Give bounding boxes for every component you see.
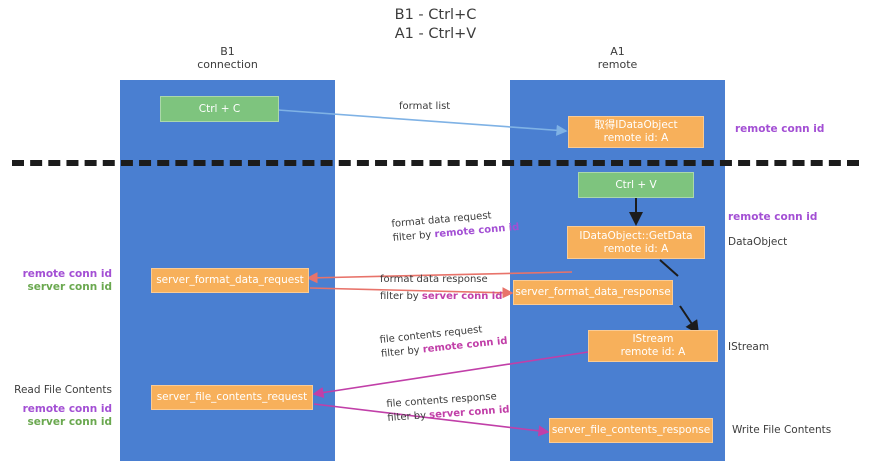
- side-label-remote-conn-id-top: remote conn id: [735, 123, 825, 135]
- side-label-remote-conn-id-middle: remote conn id: [728, 211, 818, 223]
- side-label-server-conn-id-2: server conn id: [27, 416, 112, 428]
- node-istream[interactable]: IStream remote id: A: [588, 330, 718, 362]
- edge-label-file-contents-request: file contents request filter by remote c…: [379, 321, 508, 362]
- node-server-file-contents-response-label: server_file_contents_response: [551, 424, 711, 436]
- swimlane-header-b1: B1 connection: [197, 45, 258, 71]
- node-istream-remote-id: remote id: A: [620, 346, 686, 358]
- edge-label-file-contents-response: file contents response filter by server …: [386, 389, 510, 425]
- edge-label-format-list: format list: [399, 101, 451, 112]
- node-server-format-data-response-label: server_format_data_response: [515, 286, 671, 298]
- node-server-format-data-request[interactable]: server_format_data_request: [151, 268, 309, 293]
- node-ctrl-v-label: Ctrl + V: [615, 178, 657, 191]
- node-ctrl-c[interactable]: Ctrl + C: [160, 96, 279, 122]
- side-label-istream: IStream: [728, 341, 770, 353]
- side-label-read-file-contents: Read File Contents: [14, 384, 112, 396]
- node-get-idataobject[interactable]: 取得IDataObject remote id: A: [568, 116, 704, 148]
- node-server-format-data-request-label: server_format_data_request: [156, 274, 304, 286]
- node-ctrl-c-label: Ctrl + C: [198, 102, 241, 115]
- node-istream-label: IStream: [632, 333, 674, 345]
- filter-by-prefix: filter by: [380, 291, 422, 302]
- filter-by-prefix: filter by: [392, 229, 435, 244]
- filter-by-prefix: filter by: [380, 344, 424, 360]
- node-idataobject-getdata[interactable]: IDataObject::GetData remote id: A: [567, 226, 705, 259]
- filter-key-server-conn-id: server conn id: [421, 291, 503, 302]
- phase-divider: [12, 160, 859, 166]
- node-server-file-contents-response[interactable]: server_file_contents_response: [549, 418, 713, 443]
- page-title: B1 - Ctrl+C A1 - Ctrl+V: [394, 7, 477, 42]
- node-server-file-contents-request[interactable]: server_file_contents_request: [151, 385, 313, 410]
- node-server-format-data-response[interactable]: server_format_data_response: [513, 280, 673, 305]
- filter-by-prefix: filter by: [387, 410, 430, 424]
- node-server-file-contents-request-label: server_file_contents_request: [156, 391, 308, 403]
- node-idataobject-getdata-remote-id: remote id: A: [603, 242, 669, 255]
- side-label-dataobject: DataObject: [728, 236, 788, 248]
- side-label-remote-conn-id-2: remote conn id: [22, 403, 112, 415]
- side-label-remote-conn-id-1: remote conn id: [22, 268, 112, 280]
- node-get-idataobject-label: 取得IDataObject: [594, 119, 678, 131]
- side-label-server-conn-id-1: server conn id: [27, 281, 112, 293]
- swimlane-header-a1: A1 remote: [597, 45, 638, 71]
- edge-label-format-data-request: format data request filter by remote con…: [391, 207, 520, 246]
- side-label-write-file-contents: Write File Contents: [732, 424, 832, 436]
- edge-label-format-data-response-bottom: filter by server conn id: [380, 290, 502, 304]
- node-idataobject-getdata-label: IDataObject::GetData: [579, 229, 693, 242]
- node-ctrl-v[interactable]: Ctrl + V: [578, 172, 694, 198]
- node-get-idataobject-remote-id: remote id: A: [603, 132, 669, 144]
- edge-label-format-data-response-top: format data response: [380, 274, 488, 285]
- edge-label-format-data-response: format data response filter by server co…: [380, 273, 502, 304]
